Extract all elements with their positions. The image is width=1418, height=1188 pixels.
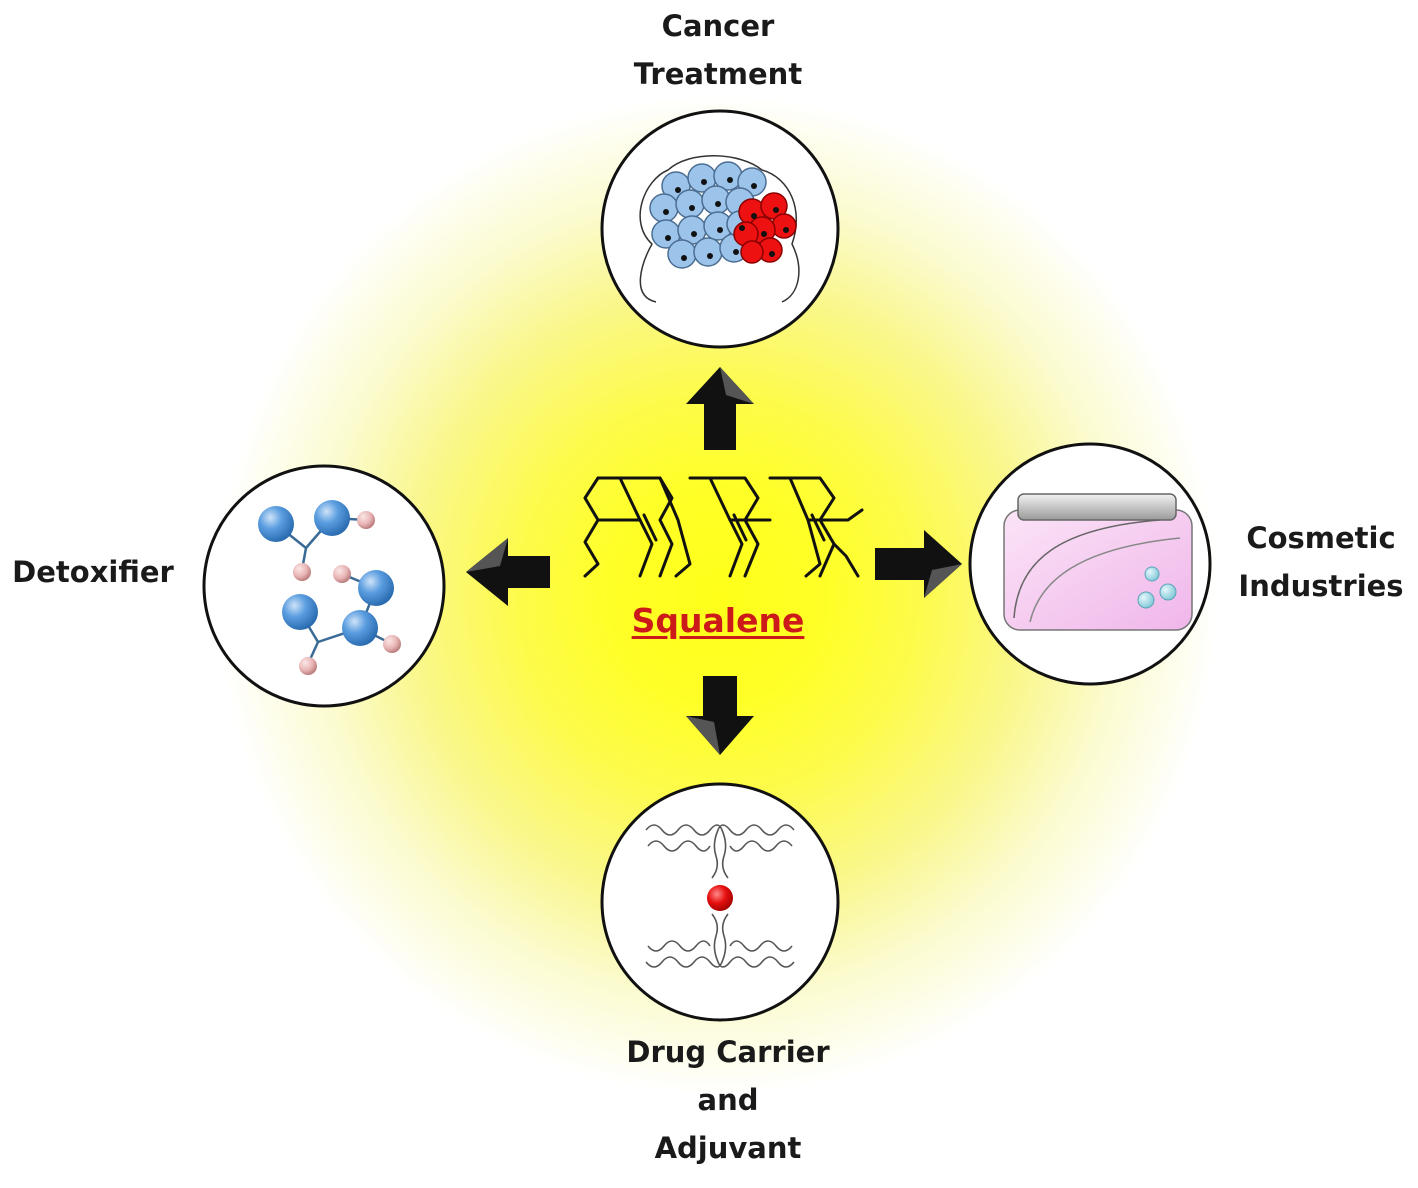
squalene-molecule-icon [583, 476, 864, 578]
arrow-left [466, 538, 550, 606]
squalene-title: Squalene [631, 601, 805, 640]
arrow-right [875, 530, 962, 598]
molecules-icon [258, 500, 401, 675]
label-detoxifier: Detoxifier [12, 555, 174, 589]
detoxifier-circle [202, 464, 446, 708]
label-drug-carrier-adjuvant: Drug Carrier and Adjuvant [626, 1035, 830, 1165]
drug-carrier-icon [645, 824, 795, 968]
arrow-up [686, 367, 754, 450]
arrow-down [686, 676, 754, 755]
label-cancer-treatment: Cancer Treatment [633, 9, 803, 91]
cancer-cells-icon [639, 155, 800, 303]
label-cosmetic-industries: Cosmetic Industries [1238, 521, 1404, 603]
cream-jar-icon [1003, 493, 1193, 631]
drug-carrier-circle [600, 782, 840, 1022]
cancer-treatment-circle [600, 109, 840, 349]
cosmetic-circle [968, 442, 1212, 686]
